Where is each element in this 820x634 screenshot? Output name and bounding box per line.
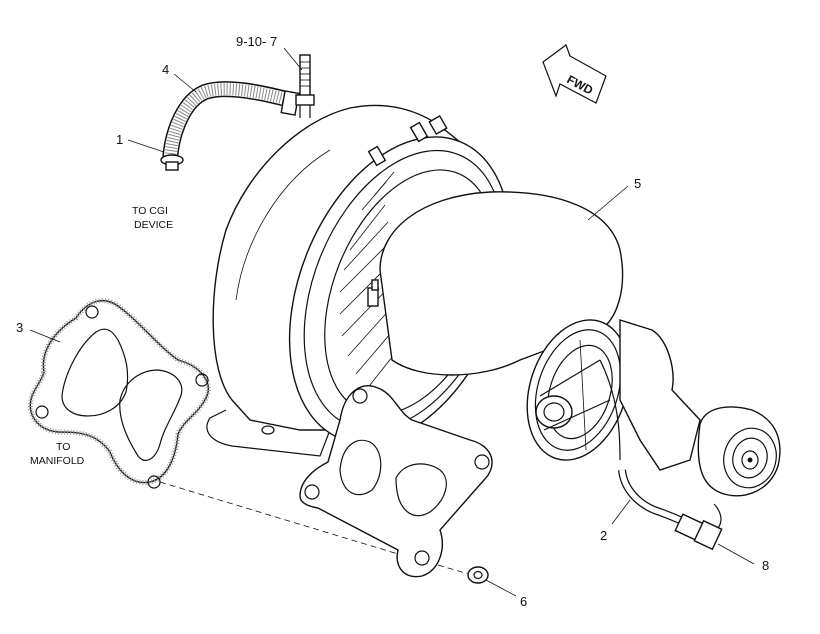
gasket-part (27, 298, 211, 489)
callout-6: 6 (520, 594, 527, 609)
callout-4: 4 (162, 62, 169, 77)
callout-2: 2 (600, 528, 607, 543)
mounting-flange (299, 385, 493, 578)
note-manifold-line1: TO (56, 441, 70, 453)
nut-part (467, 566, 489, 584)
fwd-label: FWD (565, 72, 596, 97)
actuator-bracket (599, 319, 701, 471)
actuator-canister (697, 406, 781, 497)
compressor-housing (379, 191, 630, 461)
leader-lines (29, 47, 755, 597)
fwd-arrow-icon: FWD (542, 44, 607, 104)
note-cgi-line2: DEVICE (134, 219, 173, 231)
callout-8: 8 (762, 558, 769, 573)
callout-9-10-7: 9-10- 7 (236, 34, 277, 49)
hose-part (160, 54, 315, 171)
oil-line (618, 469, 723, 551)
note-cgi-line1: TO CGI (132, 205, 168, 217)
callout-3: 3 (16, 320, 23, 335)
callout-5: 5 (634, 176, 641, 191)
note-manifold-line2: MANIFOLD (30, 455, 85, 467)
callout-1: 1 (116, 132, 123, 147)
